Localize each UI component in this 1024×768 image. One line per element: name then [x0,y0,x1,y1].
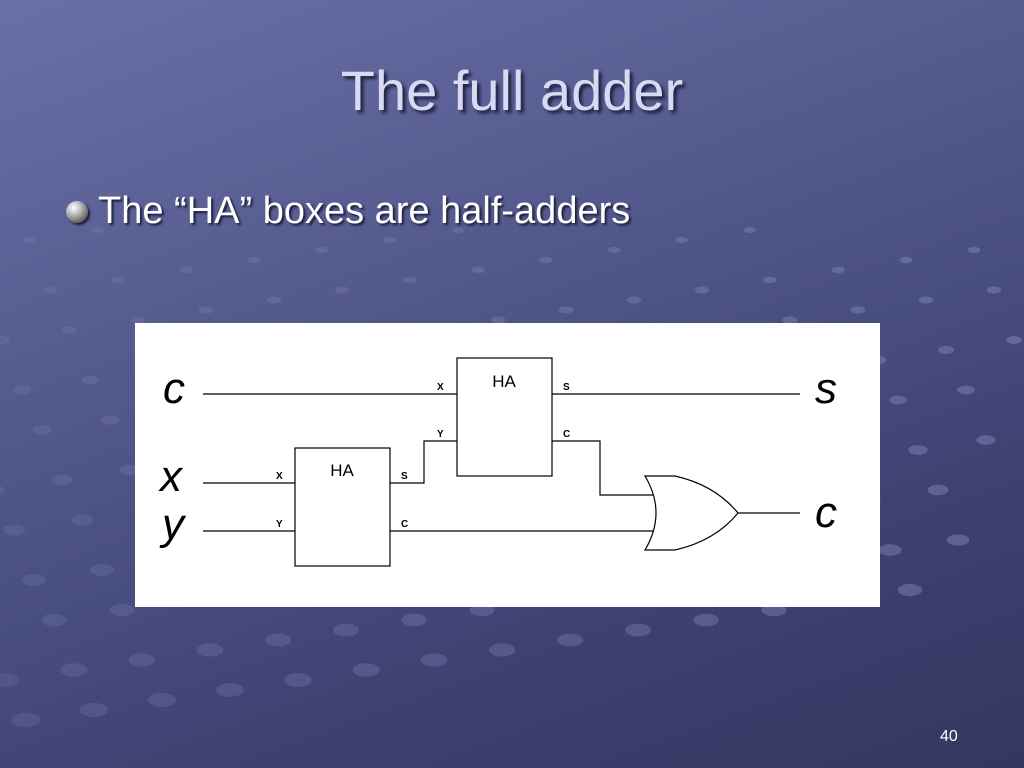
ha2-box [456,357,553,477]
ha1-pin-c: C [401,519,408,530]
bullet-sphere-icon [66,200,88,223]
output-c-label: c [815,488,837,537]
input-c-label: c [163,364,185,413]
full-adder-diagram: c x y s c HA HA X Y S C X Y S C [135,323,880,607]
page-number: 40 [940,728,958,745]
ha2-pin-y: Y [437,429,444,440]
ha2-pin-s: S [563,382,570,393]
input-y-label: y [159,500,187,549]
ha1-pin-x: X [276,471,283,482]
bullet-text: The “HA” boxes are half-adders [98,190,631,232]
slide-title: The full adder [340,59,684,122]
output-s-label: s [815,364,837,413]
ha2-pin-c: C [563,429,570,440]
ha1-box [294,447,391,567]
wire-ha1-s-to-ha2-y [390,440,457,484]
ha1-label: HA [330,461,354,480]
ha1-pin-s: S [401,471,408,482]
input-x-label: x [158,452,184,501]
wire-ha2-c-to-or [552,440,655,496]
ha1-pin-y: Y [276,519,283,530]
ha2-label: HA [492,372,516,391]
ha2-pin-x: X [437,382,444,393]
circuit-svg: c x y s c HA HA X Y S C X Y S C [158,357,837,567]
bullet-item: The “HA” boxes are half-adders [66,190,630,233]
or-gate [643,475,739,551]
